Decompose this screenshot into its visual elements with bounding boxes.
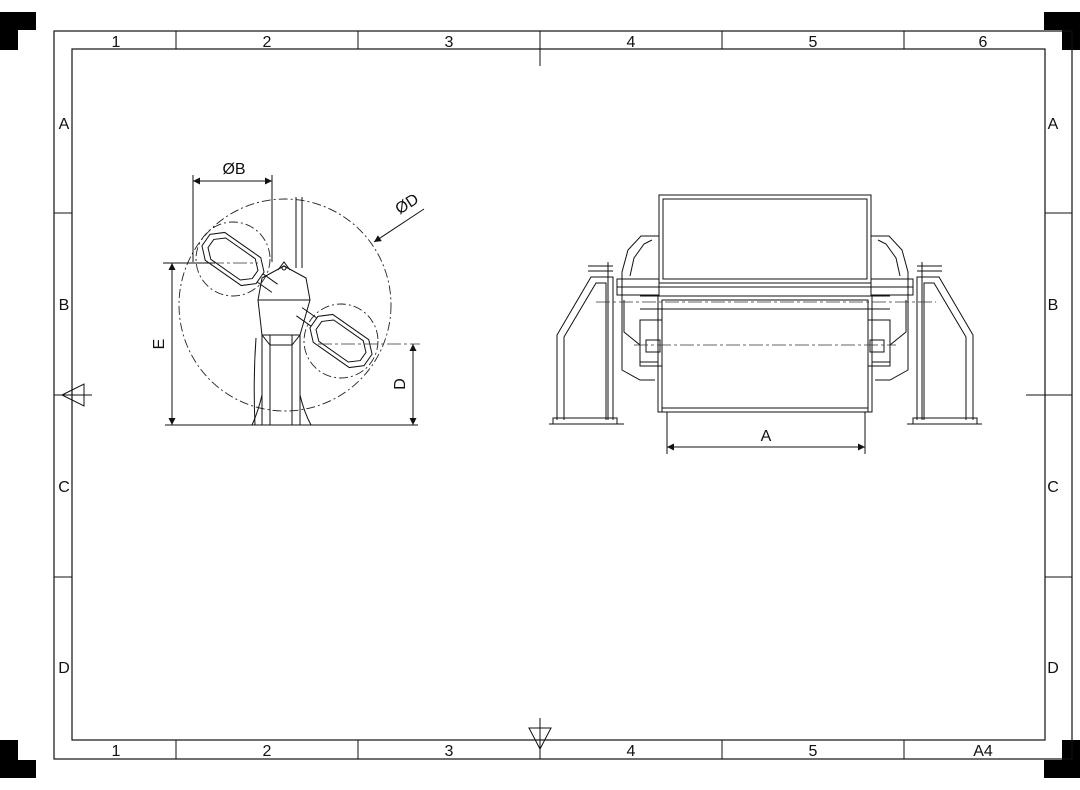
row-label-right-B: B [1048,297,1059,314]
pulley-circle-lower [303,303,379,379]
left-support-leg [552,262,618,425]
row-label-right-D: D [1047,660,1059,677]
dimension-D-circle: ØD [373,191,425,243]
support-column [251,334,312,426]
dimension-A: A [666,412,866,454]
row-label-left-C: C [58,479,70,496]
col-label-bottom-3: 3 [445,743,454,760]
row-label-left-B: B [59,297,70,314]
col-label-top-5: 5 [809,34,818,51]
left-orientation-triangle [60,383,85,407]
row-label-left-D: D [58,660,70,677]
row-label-left-A: A [59,116,70,133]
dimension-D-circle-label: ØD [393,191,422,218]
centering-marks [60,383,552,759]
dimension-A-label: A [761,428,772,445]
left-housing [616,235,663,381]
dimension-E: E [151,262,215,425]
drum [657,295,873,413]
dimension-D-height: D [392,344,417,425]
col-label-top-6: 6 [979,34,988,51]
dimension-B: ØB [192,161,273,262]
sheet-size-label: A4 [973,743,993,760]
swing-circle-D [178,198,392,412]
front-view: A [549,194,982,454]
upper-roller [201,231,278,293]
col-label-bottom-4: 4 [627,743,636,760]
col-label-top-2: 2 [263,34,272,51]
right-support-leg [912,262,978,425]
col-label-top-4: 4 [627,34,636,51]
right-housing [867,235,914,381]
col-label-bottom-1: 1 [112,743,121,760]
hopper-body [257,261,311,336]
col-label-top-1: 1 [112,34,121,51]
row-label-right-A: A [1048,116,1059,133]
pulley-circle-upper [195,221,271,297]
corner-mark-bottom-left [0,740,36,778]
hopper-box [658,194,872,284]
dimension-D-height-label: D [392,378,409,390]
outer-frame [53,30,1073,760]
col-label-top-3: 3 [445,34,454,51]
row-label-right-C: C [1047,479,1059,496]
side-view: ØB ØD E D [151,161,425,426]
dimension-B-label: ØB [222,161,245,178]
corner-mark-top-left [0,12,36,50]
guide-rod [295,197,303,268]
inner-frame [71,48,1046,741]
corner-marks [0,12,1080,778]
zone-labels: 1 2 3 4 5 6 1 2 3 4 5 A4 A B C D A B C D [58,34,1059,760]
col-label-bottom-2: 2 [263,743,272,760]
main-shaft [617,286,913,310]
col-label-bottom-5: 5 [809,743,818,760]
lower-roller [296,307,373,369]
dimension-E-label: E [151,339,168,350]
zone-dividers [54,31,1072,759]
